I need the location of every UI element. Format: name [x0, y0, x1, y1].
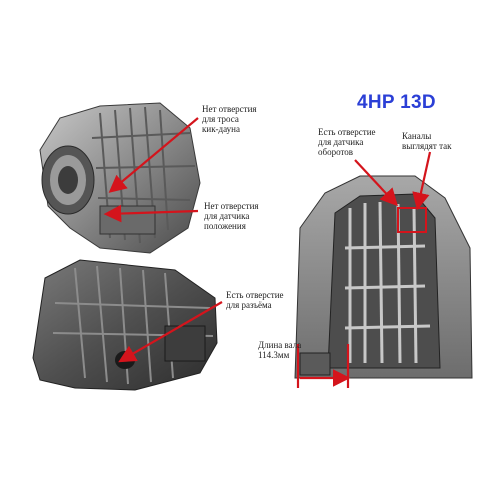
- label-line: для датчика: [318, 137, 364, 147]
- label-shaft-length: Длина вала 114.3мм: [258, 340, 301, 360]
- model-title: 4HP 13D: [357, 92, 436, 113]
- arrow-connector: [118, 301, 223, 363]
- arrow-position-sensor: [103, 204, 199, 223]
- label-line: Нет отверстия: [204, 201, 259, 211]
- arrow-channels: [412, 151, 432, 211]
- label-line: для троса: [202, 114, 239, 124]
- channels-callout-box: [397, 207, 427, 233]
- label-channels-look: Каналы выглядят так: [402, 131, 451, 151]
- label-line: Есть отверстие: [226, 290, 284, 300]
- label-line: оборотов: [318, 147, 354, 157]
- label-line: Каналы: [402, 131, 432, 141]
- arrow-kickdown: [108, 117, 199, 193]
- label-line: положения: [204, 221, 246, 231]
- label-line: Нет отверстия: [202, 104, 257, 114]
- label-line: для датчика: [204, 211, 250, 221]
- transmission-case-inside-photo: [294, 175, 473, 379]
- label-no-position-sensor-hole: Нет отверстия для датчика положения: [204, 201, 259, 231]
- label-no-kickdown-hole: Нет отверстия для троса кик-дауна: [202, 104, 257, 134]
- label-line: Длина вала: [258, 340, 302, 350]
- label-line: 114.3мм: [258, 350, 290, 360]
- label-line: выглядят так: [402, 141, 452, 151]
- label-line: Есть отверстие: [318, 127, 376, 137]
- label-has-connector-hole: Есть отверстие для разъёма: [226, 290, 284, 310]
- label-line: для разъёма: [226, 300, 272, 310]
- arrow-speed-sensor: [354, 159, 398, 207]
- label-has-speed-sensor-hole: Есть отверстие для датчика оборотов: [318, 127, 376, 157]
- transmission-case-bottom-photo: [32, 259, 218, 391]
- label-line: кик-дауна: [202, 124, 240, 134]
